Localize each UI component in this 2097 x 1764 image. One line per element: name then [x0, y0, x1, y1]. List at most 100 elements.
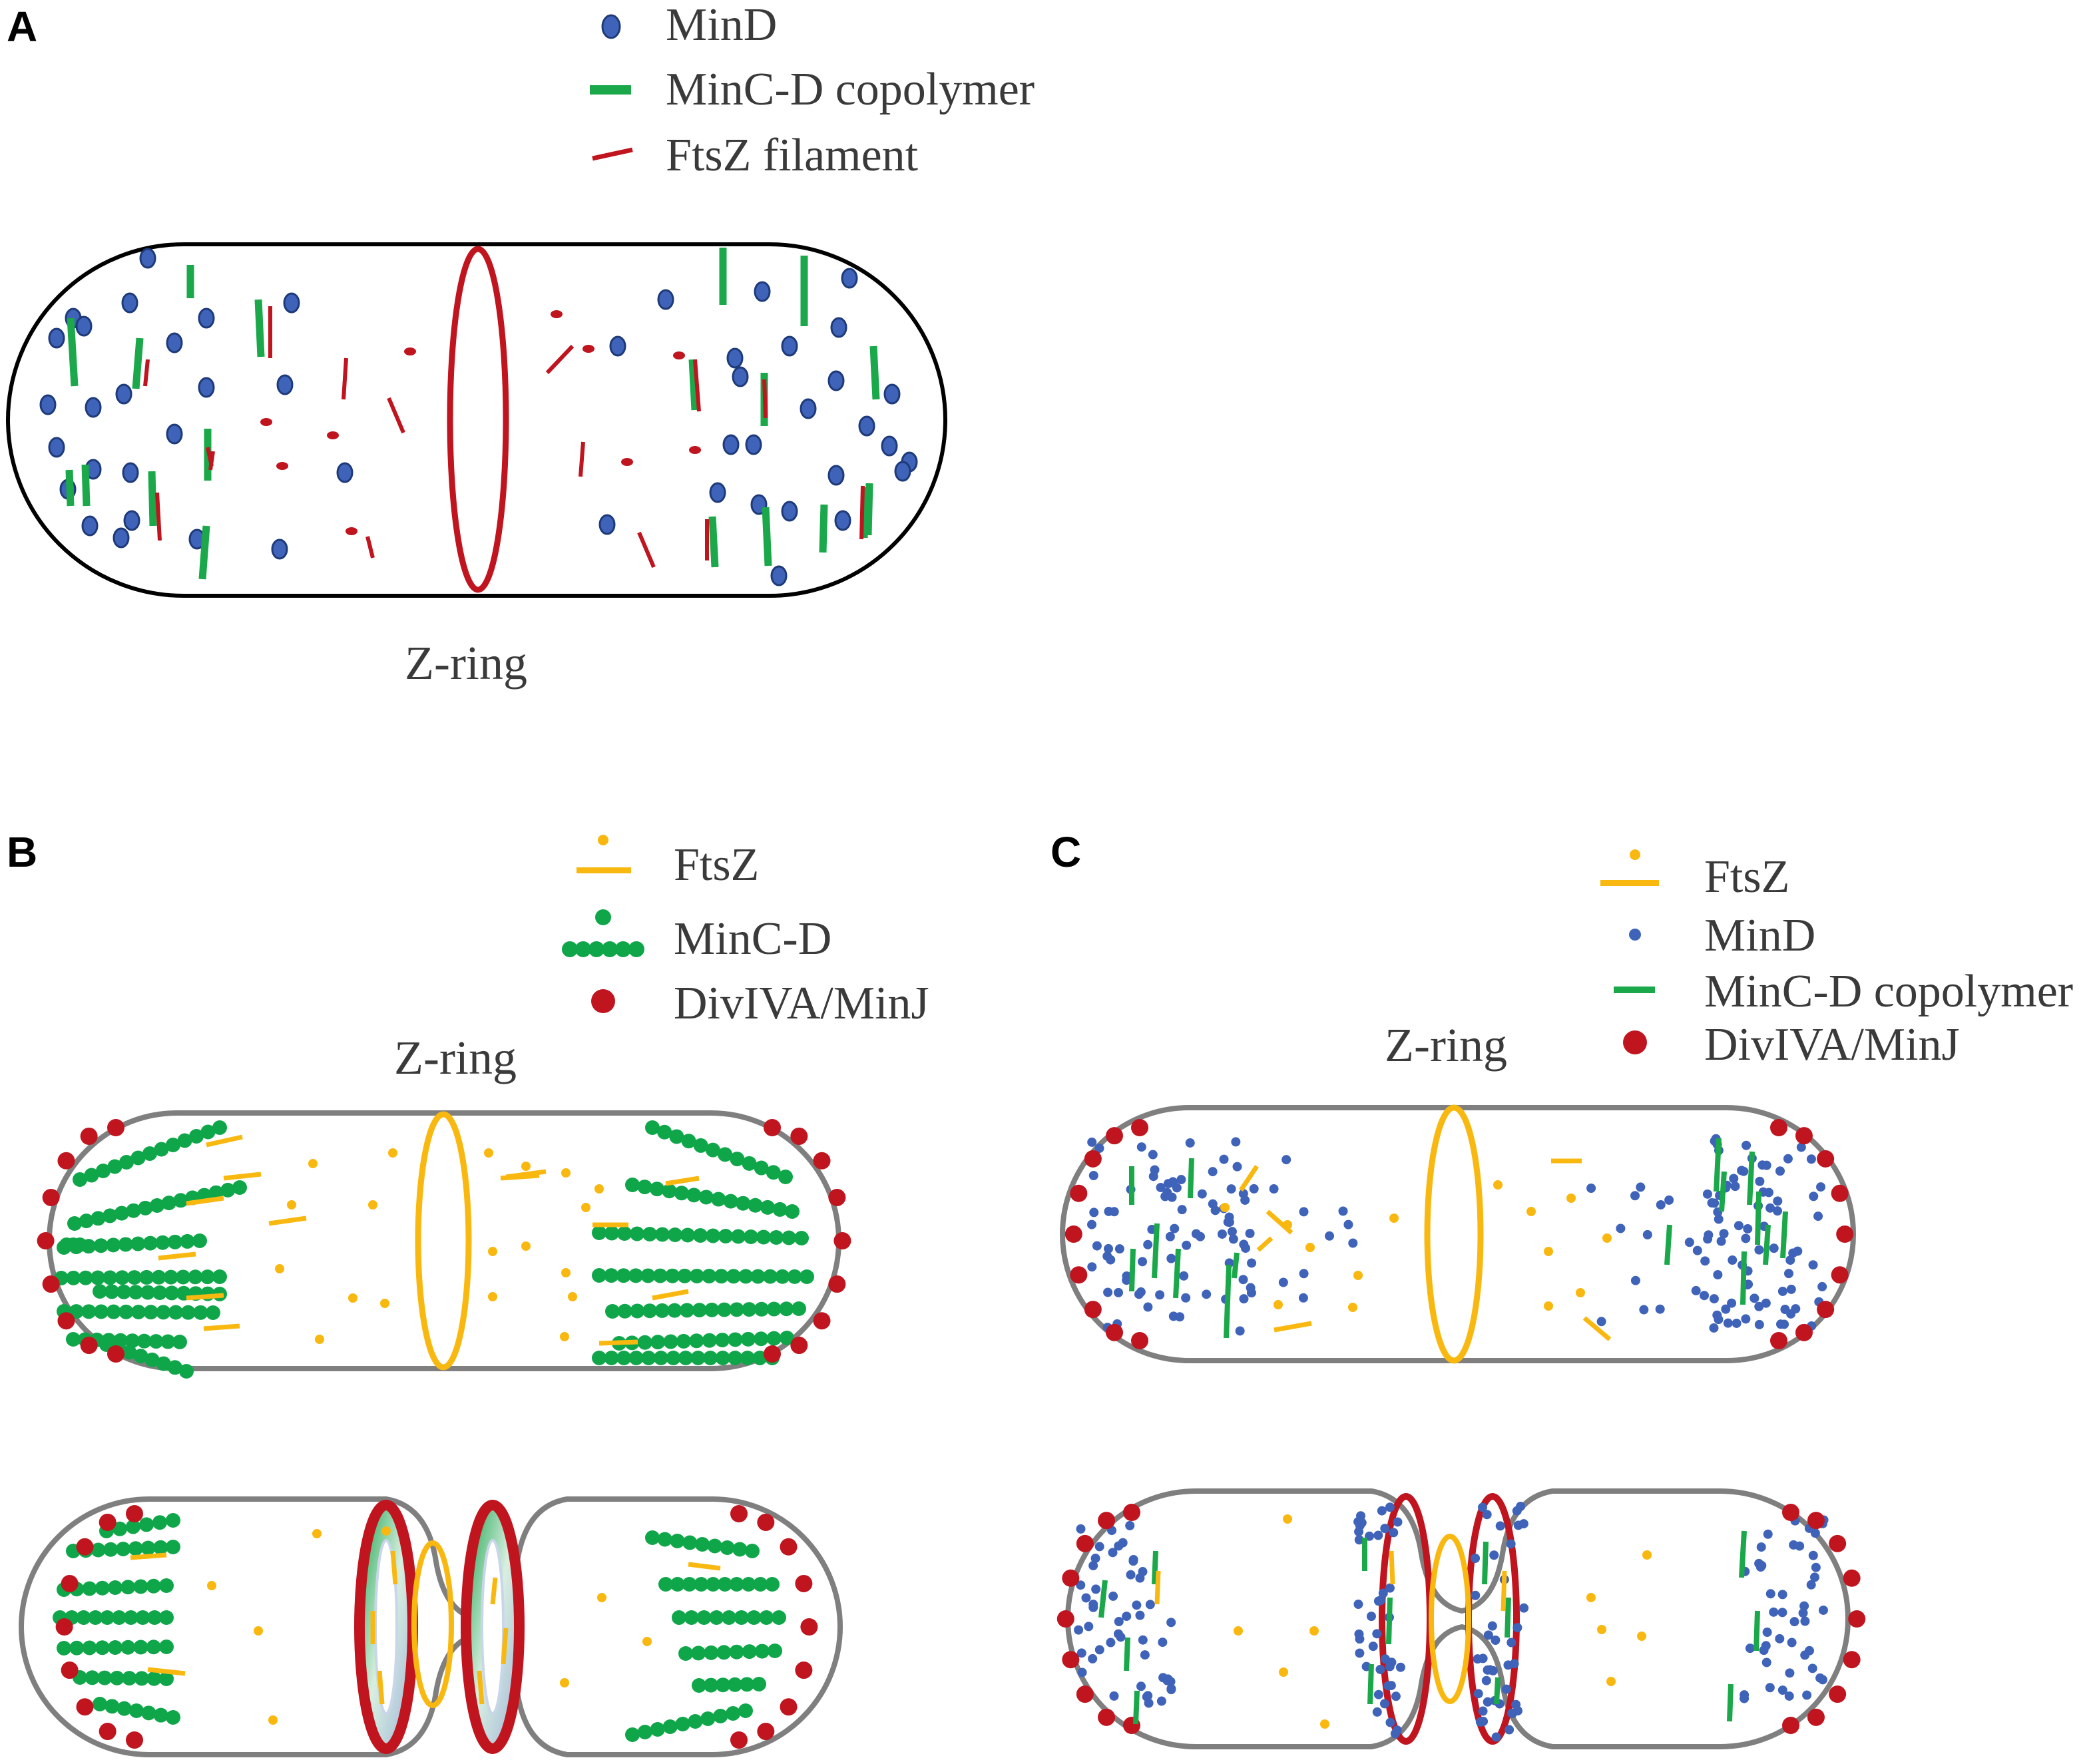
mind-molecule — [830, 317, 847, 338]
minc-d-bead — [73, 1172, 87, 1187]
minc-d-bead — [706, 1577, 721, 1592]
mind-molecule — [1094, 1542, 1104, 1552]
divIVA-minj-dot — [126, 1731, 143, 1749]
mind-molecule — [1754, 1245, 1764, 1255]
minc-d-copolymer — [819, 504, 828, 553]
mind-molecule — [1138, 1635, 1148, 1645]
mind-molecule — [1380, 1654, 1390, 1664]
minc-d-bead — [138, 1200, 153, 1215]
minc-d-bead — [766, 1165, 781, 1180]
ftsz-fragment — [551, 310, 563, 318]
mind-molecule — [1775, 1166, 1785, 1176]
mind-molecule — [48, 328, 65, 349]
minc-d-bead — [717, 1302, 732, 1317]
minc-d-bead — [100, 1610, 115, 1625]
mind-molecule — [123, 510, 140, 531]
ftsz-monomer — [381, 1526, 391, 1536]
minc-d-bead — [57, 1240, 71, 1255]
legend-c-divIVA-minj: DivIVA/MinJ — [1704, 1019, 1960, 1070]
ftsz-polymer — [130, 1552, 167, 1560]
z-ring-label-b: Z-ring — [394, 1031, 517, 1084]
minc-d-copolymer — [1664, 1224, 1672, 1265]
minc-d-bead — [177, 1133, 192, 1148]
ftsz-fragment — [276, 462, 288, 470]
divIVA-minj-dot — [1123, 1504, 1140, 1521]
divIVA-minj-dot — [828, 1275, 846, 1293]
mind-molecule — [1372, 1707, 1382, 1717]
mind-molecule — [781, 335, 798, 357]
legend-c-mind: MinD — [1704, 910, 1815, 961]
minc-d-bead — [704, 1645, 719, 1660]
mind-molecule — [827, 465, 845, 486]
panel-c: C FtsZ MinD MinC-D copolymer DivIVA/MinJ… — [1050, 828, 2073, 1749]
mind-molecule — [1783, 1269, 1793, 1279]
minc-d-bead — [172, 1335, 187, 1349]
mind-molecule — [1355, 1648, 1365, 1658]
minc-d-bead — [728, 1332, 743, 1347]
mind-molecule — [1156, 1696, 1166, 1706]
divIVA-minj-dot — [1795, 1127, 1813, 1145]
mind-molecule — [198, 308, 215, 329]
minc-d-copolymer — [67, 318, 79, 387]
ftsz-monomer — [488, 1247, 497, 1256]
mind-molecule — [1507, 1638, 1516, 1648]
mind-molecule — [1749, 1293, 1759, 1303]
minc-d-bead — [208, 1185, 224, 1200]
minc-d-bead — [780, 1331, 794, 1345]
minc-d-bead — [123, 1610, 138, 1625]
divIVA-minj-dot — [99, 1723, 116, 1741]
mind-molecule — [1366, 1612, 1376, 1622]
minc-d-bead — [103, 1208, 118, 1223]
mind-molecule — [1228, 1234, 1238, 1244]
mind-molecule — [1395, 1662, 1405, 1672]
ftsz-monomer — [1642, 1550, 1652, 1560]
mind-molecule — [1156, 1182, 1166, 1192]
divIVA-minj-dot — [1062, 1569, 1080, 1587]
minc-d-bead — [754, 1301, 769, 1317]
minc-d-bead — [628, 1268, 644, 1283]
minc-d-bead — [93, 1284, 107, 1299]
minc-d-bead — [693, 1228, 708, 1243]
divIVA-minj-dot — [80, 1127, 98, 1145]
minc-d-copolymer — [1740, 1251, 1747, 1305]
mind-molecule — [1385, 1717, 1395, 1727]
divIVA-minj-dot — [1836, 1225, 1854, 1243]
minc-d-bead — [713, 1709, 728, 1723]
minc-d-bead — [707, 1538, 722, 1554]
minc-d-bead — [686, 1188, 702, 1203]
ftsz-monomer — [597, 1593, 606, 1602]
minc-d-bead — [79, 1213, 94, 1229]
divIVA-minj-dot — [55, 1618, 73, 1636]
mind-molecule — [81, 515, 99, 537]
ftsz-filament — [365, 536, 375, 558]
panel-b: B FtsZ MinC-D DivIVA/MinJ Z-ring — [7, 828, 929, 1757]
mind-molecule — [1755, 1176, 1765, 1186]
ftsz-monomer — [1597, 1625, 1606, 1634]
ftsz-polymer — [158, 1251, 196, 1261]
minc-d-copolymer — [1494, 1677, 1501, 1705]
minc-d-copolymer — [1505, 1597, 1511, 1638]
minc-d-bead — [160, 1334, 176, 1349]
mind-molecule — [598, 514, 616, 535]
mind-molecule — [1227, 1227, 1237, 1237]
divIVA-minj-dot — [1817, 1301, 1835, 1319]
mind-molecule — [1143, 1302, 1153, 1312]
minc-d-bead — [704, 1302, 720, 1317]
minc-d-bead — [729, 1302, 744, 1317]
minc-d-copolymer — [1763, 1224, 1771, 1265]
mind-molecule — [1226, 1184, 1236, 1194]
mind-molecule — [1089, 1208, 1099, 1217]
ftsz-monomer — [1348, 1303, 1357, 1312]
mind-molecule — [1700, 1256, 1710, 1266]
mind-molecule — [1238, 1275, 1248, 1285]
minc-d-bead — [716, 1645, 732, 1660]
mind-molecule — [1081, 1593, 1091, 1603]
divIVA-minj-dot — [1076, 1685, 1094, 1703]
ftsz-monomer — [581, 1203, 590, 1212]
ftsz-monomer — [1566, 1194, 1576, 1203]
minc-d-bead — [152, 1285, 167, 1300]
divIVA-minj-dot — [1062, 1651, 1080, 1669]
ftsz-polymer — [147, 1667, 186, 1676]
ftsz-filament — [579, 441, 585, 477]
mind-molecule — [1087, 1219, 1097, 1229]
